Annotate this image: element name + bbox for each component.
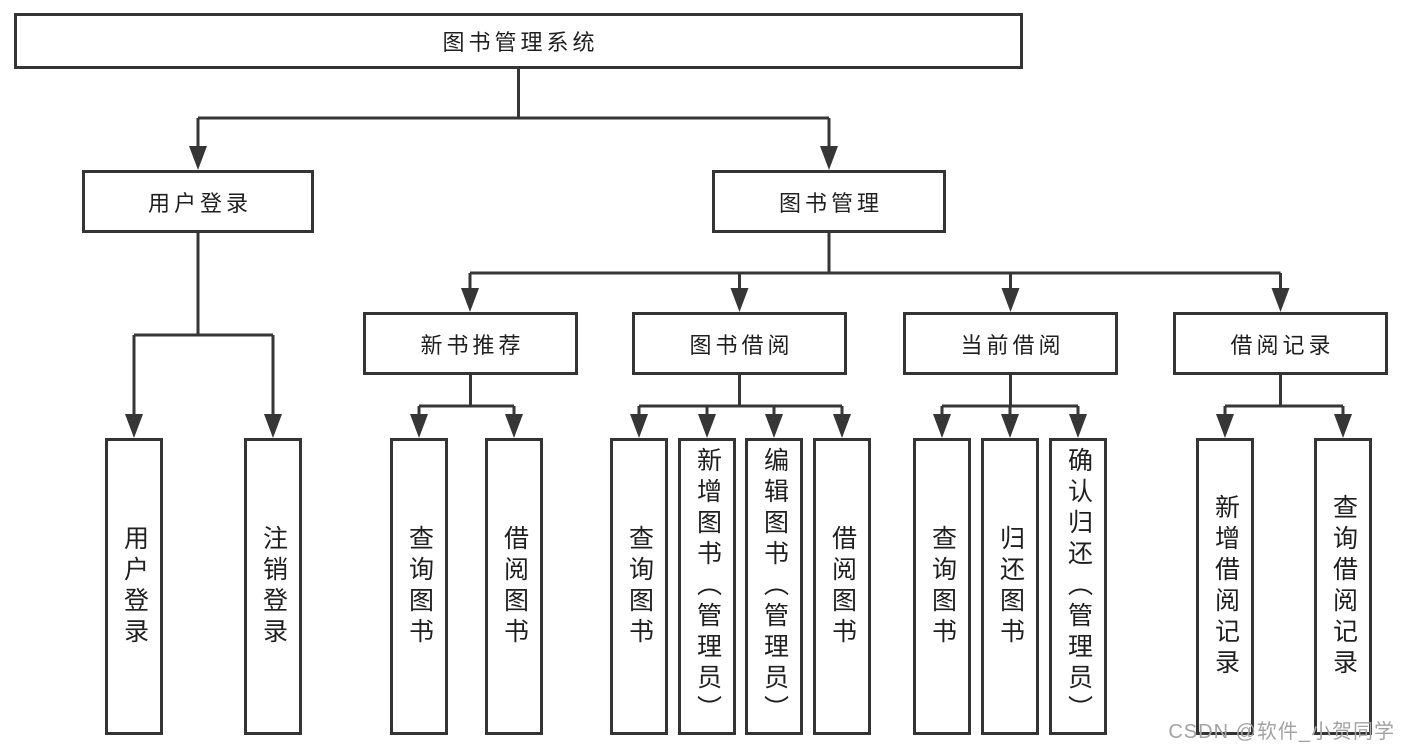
node-label: 借阅图书 bbox=[500, 524, 529, 649]
node-label: 用户登录 bbox=[147, 190, 252, 216]
node-label: 确认归还（管理员） bbox=[1064, 447, 1093, 726]
leaf-add-borrow-record: 新增借阅记录 bbox=[1196, 438, 1254, 735]
node-label: 借阅图书 bbox=[828, 524, 857, 649]
leaf-query-borrow-record: 查询借阅记录 bbox=[1314, 438, 1372, 735]
leaf-confirm-return-admin: 确认归还（管理员） bbox=[1049, 438, 1107, 735]
node-library-management-system: 图书管理系统 bbox=[14, 13, 1023, 69]
node-label: 编辑图书（管理员） bbox=[760, 447, 789, 726]
csdn-watermark: CSDN @软件_小贺同学 bbox=[1168, 721, 1395, 743]
node-label: 注销登录 bbox=[259, 524, 288, 649]
node-label: 查询图书 bbox=[405, 524, 434, 649]
node-label: 图书借阅 bbox=[689, 332, 794, 358]
leaf-logout: 注销登录 bbox=[244, 438, 302, 735]
node-label: 新增借阅记录 bbox=[1211, 493, 1240, 680]
node-label: 用户登录 bbox=[120, 524, 149, 649]
leaf-add-books-admin: 新增图书（管理员） bbox=[678, 438, 736, 735]
node-label: 当前借阅 bbox=[960, 332, 1065, 358]
node-label: 归还图书 bbox=[996, 524, 1025, 649]
node-label: 查询借阅记录 bbox=[1329, 493, 1358, 680]
leaf-borrow-books-recommend: 借阅图书 bbox=[485, 438, 543, 735]
node-label: 图书管理 bbox=[778, 190, 883, 216]
node-new-book-recommend: 新书推荐 bbox=[363, 312, 578, 375]
node-borrowing-records: 借阅记录 bbox=[1173, 312, 1388, 375]
node-label: 借阅记录 bbox=[1230, 332, 1335, 358]
node-label: 图书管理系统 bbox=[442, 30, 599, 55]
leaf-edit-books-admin: 编辑图书（管理员） bbox=[745, 438, 803, 735]
leaf-query-books-recommend: 查询图书 bbox=[390, 438, 448, 735]
leaf-borrow-books: 借阅图书 bbox=[813, 438, 871, 735]
node-book-management: 图书管理 bbox=[712, 170, 946, 233]
node-label: 新书推荐 bbox=[420, 332, 525, 358]
node-label: 新增图书（管理员） bbox=[693, 447, 722, 726]
leaf-return-books: 归还图书 bbox=[981, 438, 1039, 735]
node-book-borrowing: 图书借阅 bbox=[632, 312, 847, 375]
leaf-user-login: 用户登录 bbox=[105, 438, 163, 735]
leaf-query-books-borrowing: 查询图书 bbox=[610, 438, 668, 735]
leaf-query-books-current: 查询图书 bbox=[913, 438, 971, 735]
node-label: 查询图书 bbox=[625, 524, 654, 649]
node-label: 查询图书 bbox=[928, 524, 957, 649]
node-current-borrowing: 当前借阅 bbox=[903, 312, 1118, 375]
node-user-login: 用户登录 bbox=[82, 170, 314, 233]
